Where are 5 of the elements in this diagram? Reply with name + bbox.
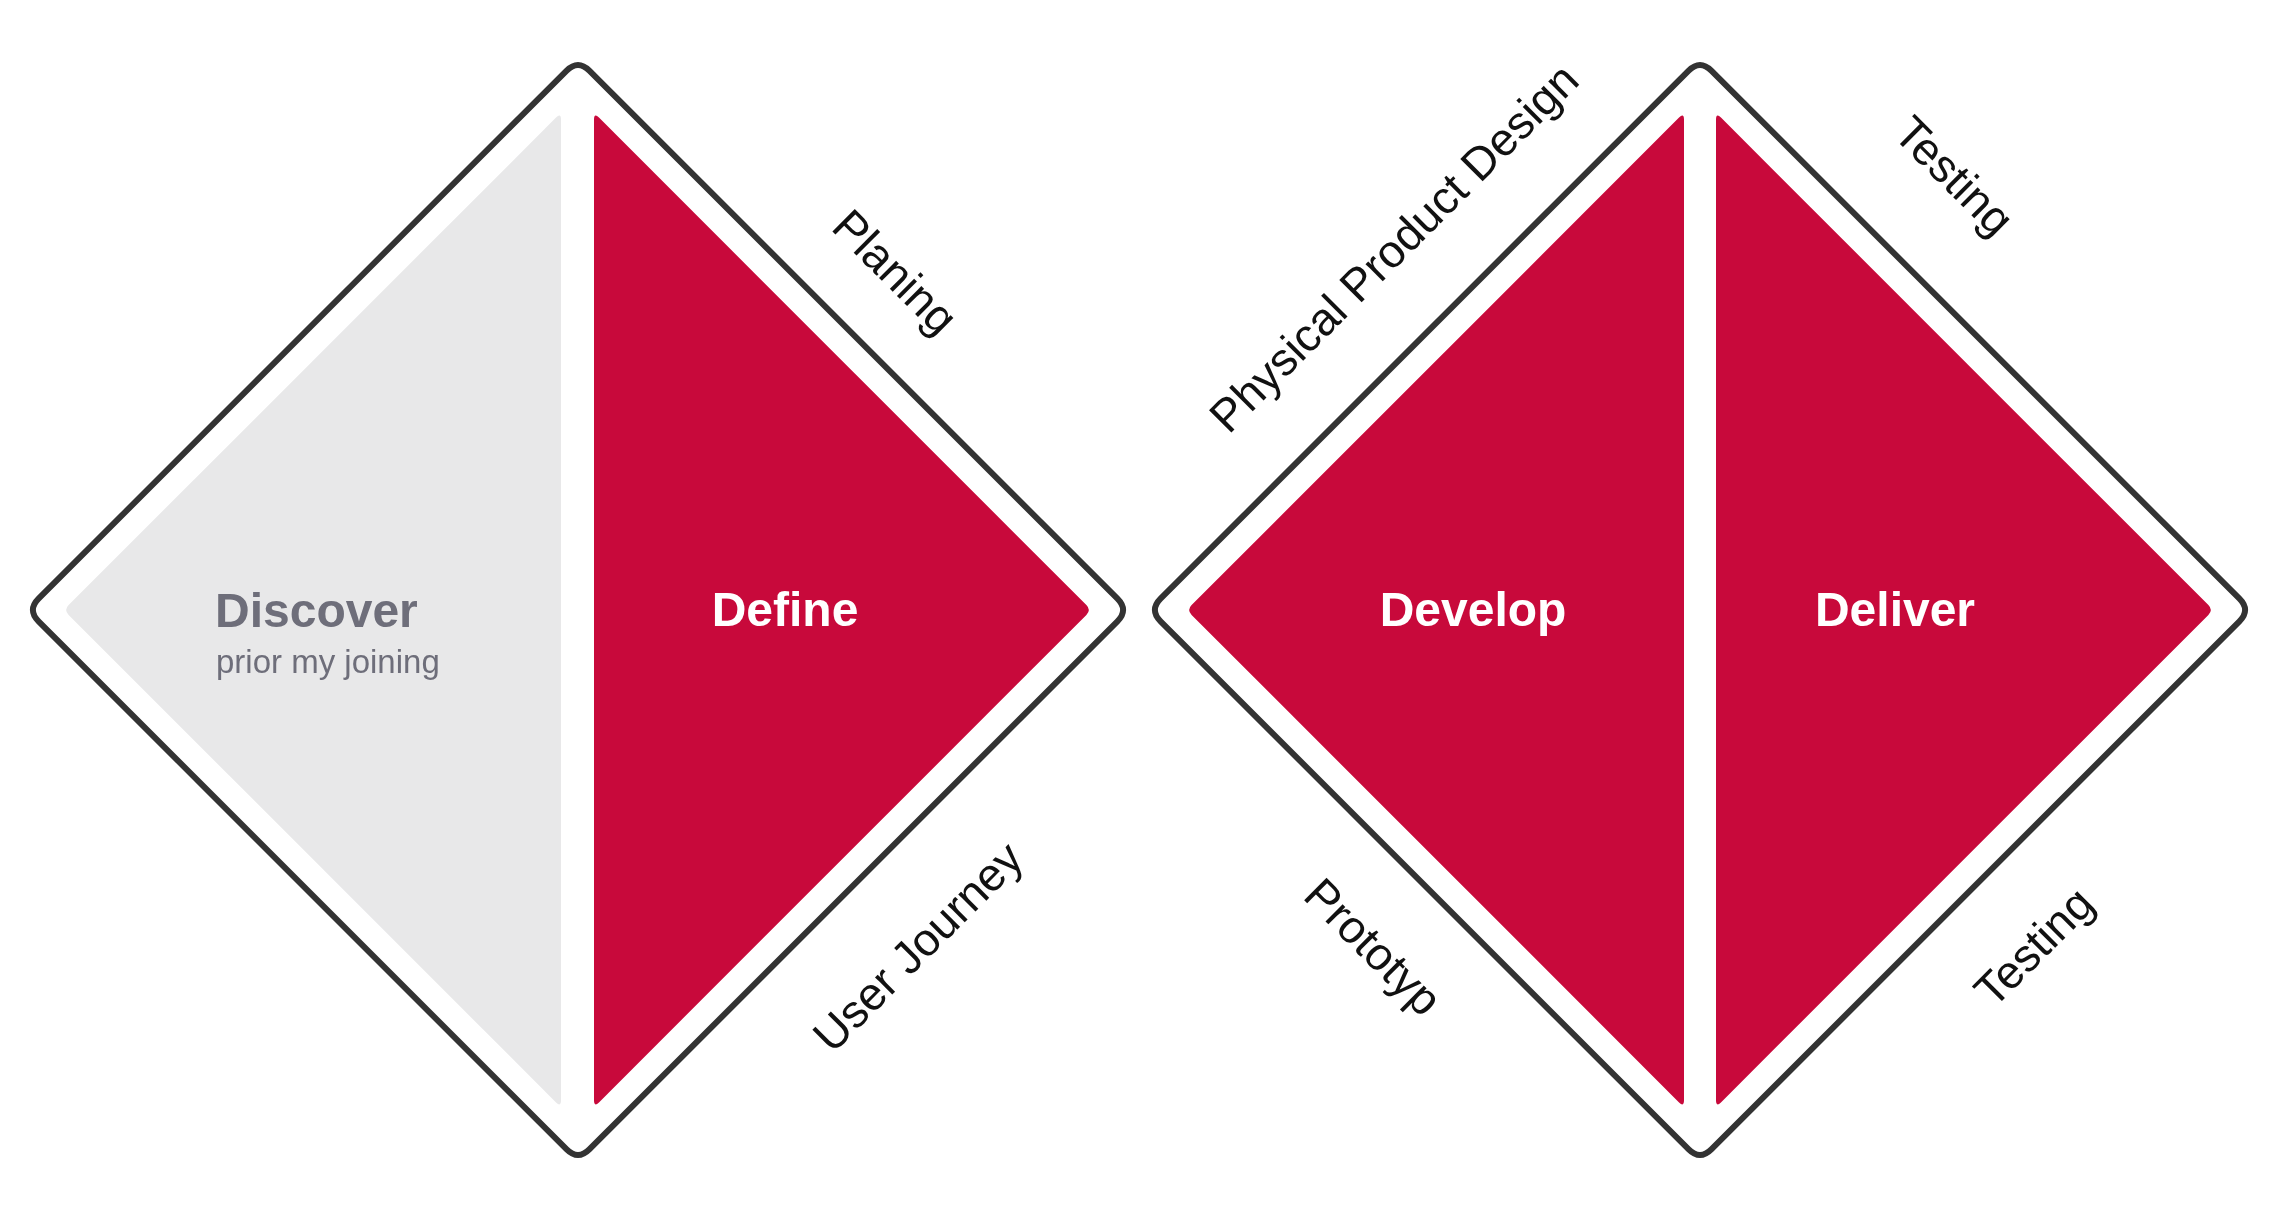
phase-subtitle: prior my joining — [216, 643, 440, 681]
phase-title: Deliver — [1814, 582, 1976, 638]
phase-title: Define — [711, 582, 859, 638]
phase-title: Discover — [215, 583, 418, 639]
phase-title: Develop — [1379, 582, 1567, 638]
